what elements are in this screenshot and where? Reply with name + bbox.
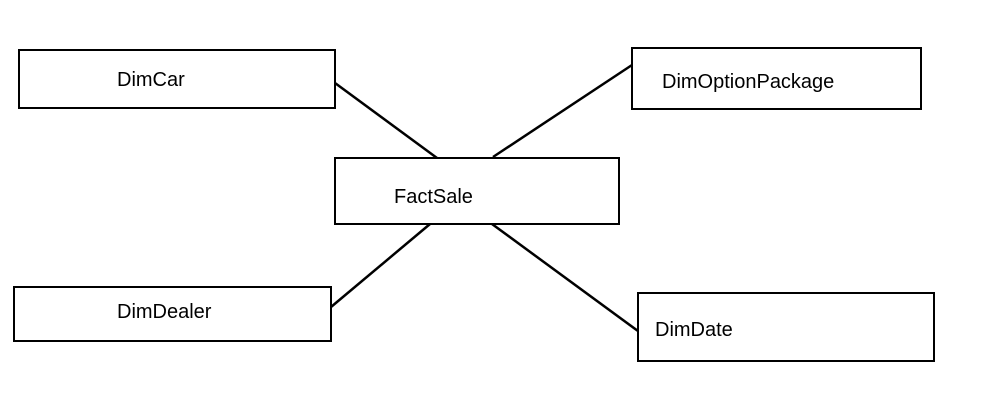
entity-label-dimoptionpackage: DimOptionPackage <box>662 71 835 93</box>
entity-dimdealer: DimDealer <box>13 286 332 342</box>
entity-factsale: FactSale <box>334 157 620 225</box>
connector-factsale-dimcar <box>334 81 438 160</box>
entity-dimcar: DimCar <box>18 49 336 109</box>
entity-label-dimcar: DimCar <box>117 69 185 91</box>
entity-dimdate: DimDate <box>637 292 935 362</box>
entity-label-dimdate: DimDate <box>655 319 733 341</box>
entity-dimoptionpackage: DimOptionPackage <box>631 47 922 110</box>
connector-factsale-dimdealer <box>330 223 431 308</box>
entity-label-dimdealer: DimDealer <box>117 301 212 323</box>
connector-factsale-dimoptionpackage <box>492 63 633 159</box>
entity-label-factsale: FactSale <box>394 186 473 208</box>
connector-factsale-dimdate <box>491 222 639 333</box>
